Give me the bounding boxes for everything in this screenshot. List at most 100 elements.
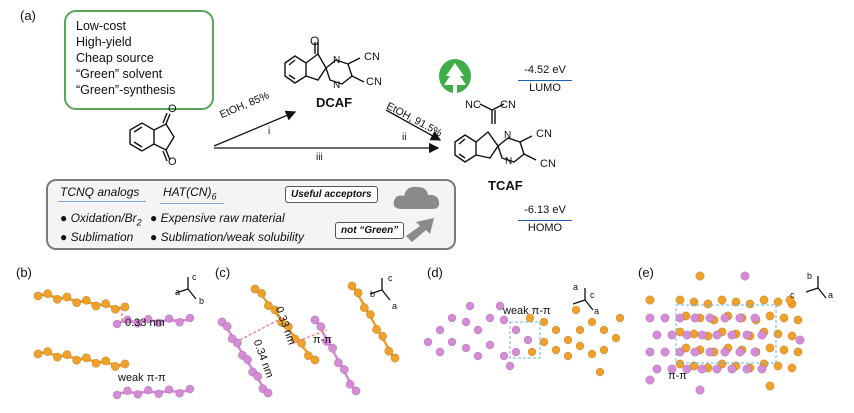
atom-ball bbox=[345, 379, 355, 389]
tcnq-underline bbox=[58, 201, 146, 202]
step-ii-label: ii bbox=[402, 132, 407, 143]
hatcn-heading: HAT(CN)6 bbox=[163, 185, 216, 201]
atom-ball bbox=[527, 347, 537, 357]
atom-ball bbox=[551, 345, 561, 355]
cloud-icon bbox=[393, 186, 440, 209]
atom-ball bbox=[123, 315, 132, 324]
atom-ball bbox=[505, 361, 515, 371]
atom-ball bbox=[695, 271, 705, 281]
atom-ball bbox=[339, 365, 349, 375]
homo-value: -6.13 eV bbox=[524, 204, 566, 216]
atom-ball bbox=[675, 295, 685, 305]
atom-ball bbox=[120, 302, 130, 312]
atom-ball bbox=[133, 319, 143, 328]
atom-ball bbox=[154, 318, 163, 328]
atom-ball bbox=[575, 325, 585, 335]
panel-a-label: (a) bbox=[20, 8, 36, 23]
atom-ball bbox=[765, 311, 775, 321]
contact-dash bbox=[292, 329, 328, 344]
atom-ball bbox=[595, 367, 605, 377]
atom-ball bbox=[290, 334, 300, 344]
dcaf-structure bbox=[284, 42, 365, 85]
atom-ball bbox=[720, 313, 730, 323]
atom-ball bbox=[112, 319, 122, 329]
atom-ball bbox=[757, 330, 767, 340]
cyano-dcaf-2: CN bbox=[366, 76, 382, 88]
atom-ball bbox=[690, 313, 700, 323]
panel-d-axis-a: a bbox=[573, 282, 579, 292]
atom-ball bbox=[310, 315, 320, 325]
advantage-item: “Green” solvent bbox=[76, 67, 163, 81]
atom-ball bbox=[750, 313, 760, 323]
atom-ball bbox=[232, 338, 242, 348]
expensive-text: Expensive raw material bbox=[160, 211, 285, 225]
atom-ball bbox=[682, 330, 692, 340]
step-i-label: i bbox=[268, 126, 271, 137]
atom-ball bbox=[690, 347, 700, 357]
atom-ball bbox=[705, 313, 715, 323]
atom-ball bbox=[91, 301, 101, 311]
atom-ball bbox=[563, 335, 573, 345]
atom-ball bbox=[681, 343, 691, 353]
advantage-item: High-yield bbox=[76, 35, 132, 49]
green-tree-icon bbox=[439, 59, 471, 93]
atom-ball bbox=[33, 291, 43, 301]
hatcn-text: HAT(CN) bbox=[163, 185, 212, 199]
atom-n-dcaf-2: N bbox=[333, 80, 341, 91]
atom-n-dcaf-1: N bbox=[333, 55, 341, 66]
cyano-tcaf-2: CN bbox=[540, 158, 556, 170]
panel-e-axis-b: b bbox=[807, 271, 813, 281]
atom-ball bbox=[485, 340, 495, 350]
arrow-up-right-icon bbox=[406, 218, 434, 242]
hatcn-item-solubility: ● Sublimation/weak solubility bbox=[150, 230, 304, 244]
homo-label: HOMO bbox=[527, 222, 563, 234]
atom-n-tcaf-2: N bbox=[505, 156, 513, 167]
oxidation-text: Oxidation/Br bbox=[70, 211, 137, 225]
hatcn-item-expensive: ● Expensive raw material bbox=[150, 211, 285, 225]
atom-ball bbox=[164, 314, 174, 323]
atom-ball bbox=[423, 337, 433, 347]
atom-ball bbox=[551, 325, 561, 335]
axis-arrow bbox=[817, 287, 827, 299]
atom-ball bbox=[435, 325, 445, 335]
useful-acceptors-badge: Useful acceptors bbox=[285, 186, 378, 203]
atom-ball bbox=[72, 298, 82, 308]
cyano-dcaf-1: CN bbox=[364, 51, 380, 63]
atom-ball bbox=[263, 301, 273, 311]
panel-b-axis-c: c bbox=[192, 272, 197, 282]
atom-ball bbox=[154, 389, 163, 399]
atom-ball bbox=[779, 313, 789, 323]
cyano-tcaf-1: CN bbox=[536, 128, 552, 140]
atom-ball bbox=[571, 305, 581, 315]
atom-ball bbox=[765, 381, 775, 391]
atom-ball bbox=[727, 330, 737, 340]
tcnq-item-oxidation: ● Oxidation/Br2 bbox=[60, 211, 142, 228]
atom-ball bbox=[390, 353, 400, 363]
bond-stick bbox=[37, 292, 126, 311]
atom-ball bbox=[735, 347, 745, 357]
atom-ball bbox=[52, 294, 62, 304]
atom-ball bbox=[787, 331, 797, 341]
tcaf-label: TCAF bbox=[488, 178, 523, 193]
atom-ball bbox=[164, 385, 174, 394]
panel-b-interaction: weak π-π bbox=[118, 372, 166, 384]
homo-level-line bbox=[518, 220, 572, 221]
atom-ball bbox=[499, 315, 509, 325]
panel-b-label: (b) bbox=[16, 265, 32, 280]
atom-ball bbox=[645, 375, 655, 385]
atom-ball bbox=[328, 343, 338, 353]
atom-ball bbox=[645, 313, 655, 323]
axis-arrow bbox=[381, 289, 391, 301]
atom-ball bbox=[539, 337, 549, 347]
atom-ball bbox=[735, 313, 745, 323]
tcnq-analogs-heading: TCNQ analogs bbox=[60, 185, 140, 199]
atom-ball bbox=[52, 352, 62, 362]
atom-ball bbox=[175, 318, 184, 327]
atom-ball bbox=[712, 364, 722, 374]
panel-c-axis-c: c bbox=[388, 273, 393, 283]
atom-ball bbox=[485, 313, 495, 323]
atom-ball bbox=[303, 351, 313, 361]
atom-ball bbox=[563, 351, 573, 361]
atom-ball bbox=[465, 301, 475, 311]
